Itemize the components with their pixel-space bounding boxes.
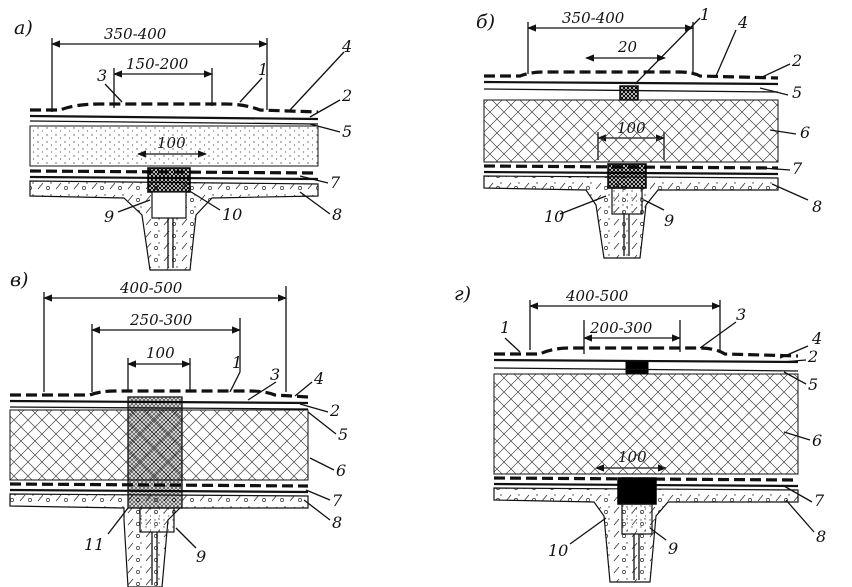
panel-v-dim-mid: 250-300 bbox=[129, 311, 193, 329]
panel-a-label-9: 9 bbox=[104, 207, 114, 226]
panel-g-label-4: 4 bbox=[811, 329, 822, 348]
panel-b-label-2: 2 bbox=[791, 51, 802, 70]
panel-v-label-2: 2 bbox=[329, 401, 340, 420]
panel-v-label-4: 4 bbox=[313, 369, 324, 388]
panel-g-label-1: 1 bbox=[500, 318, 510, 337]
panel-v-label-6: 6 bbox=[336, 461, 346, 480]
panel-g-dim-outer: 400-500 bbox=[565, 287, 629, 305]
panel-g-label-3: 3 bbox=[736, 305, 746, 324]
panel-a-label-10: 10 bbox=[222, 205, 242, 224]
panel-g-dim-mid: 200-300 bbox=[589, 319, 653, 337]
panel-g-label-10: 10 bbox=[548, 541, 568, 560]
panel-a: а) 350-400 150-200 100 bbox=[14, 17, 352, 271]
panel-a-label-1: 1 bbox=[258, 60, 268, 79]
panel-v-label-3: 3 bbox=[270, 365, 280, 384]
panel-v-label-5: 5 bbox=[338, 425, 348, 444]
panel-v-label-8: 8 bbox=[332, 513, 342, 532]
panel-b-label-1: 1 bbox=[700, 5, 710, 24]
panel-b-label-6: 6 bbox=[800, 123, 810, 142]
panel-a-tag: а) bbox=[14, 17, 33, 39]
panel-a-label-5: 5 bbox=[342, 122, 352, 141]
panel-a-dim-outer: 350-400 bbox=[104, 25, 167, 43]
panel-a-label-8: 8 bbox=[332, 205, 342, 224]
panel-a-label-7: 7 bbox=[330, 173, 341, 192]
panel-g-label-8: 8 bbox=[816, 527, 826, 546]
panel-a-dim-mid: 150-200 bbox=[126, 55, 189, 73]
panel-b-tag: б) bbox=[476, 11, 495, 33]
panel-b-label-10: 10 bbox=[544, 207, 564, 226]
panel-v-label-1: 1 bbox=[232, 353, 242, 372]
panel-v-label-11: 11 bbox=[84, 535, 104, 554]
panel-b-dim-mid: 20 bbox=[617, 38, 638, 56]
panel-g-label-6: 6 bbox=[812, 431, 822, 450]
panel-g-tag: г) bbox=[454, 283, 471, 305]
panel-v-label-9: 9 bbox=[196, 547, 206, 566]
panel-g-label-5: 5 bbox=[808, 375, 818, 394]
panel-g: г) 400-500 200-300 100 1 2 bbox=[454, 283, 826, 583]
panel-g-label-9: 9 bbox=[668, 539, 678, 558]
panel-b-label-4: 4 bbox=[737, 13, 748, 32]
panel-v-dim-inner: 100 bbox=[146, 344, 175, 362]
panel-v-dim-outer: 400-500 bbox=[119, 279, 183, 297]
panel-v-tag: в) bbox=[10, 269, 28, 291]
panel-b-label-8: 8 bbox=[812, 197, 822, 216]
panel-b-label-7: 7 bbox=[792, 159, 803, 178]
panel-v: в) 400-500 250-300 100 bbox=[9, 269, 348, 587]
panel-a-label-3: 3 bbox=[97, 66, 107, 85]
panel-b: б) 350-400 20 100 1 bbox=[476, 5, 822, 259]
panel-g-label-2: 2 bbox=[807, 347, 818, 366]
panel-b-label-9: 9 bbox=[664, 211, 674, 230]
panel-b-label-5: 5 bbox=[792, 83, 802, 102]
panel-v-label-7: 7 bbox=[332, 491, 343, 510]
panel-b-dim-outer: 350-400 bbox=[562, 9, 625, 27]
panel-a-label-4: 4 bbox=[341, 37, 352, 56]
panel-a-label-2: 2 bbox=[341, 86, 352, 105]
panel-g-label-7: 7 bbox=[814, 491, 825, 510]
